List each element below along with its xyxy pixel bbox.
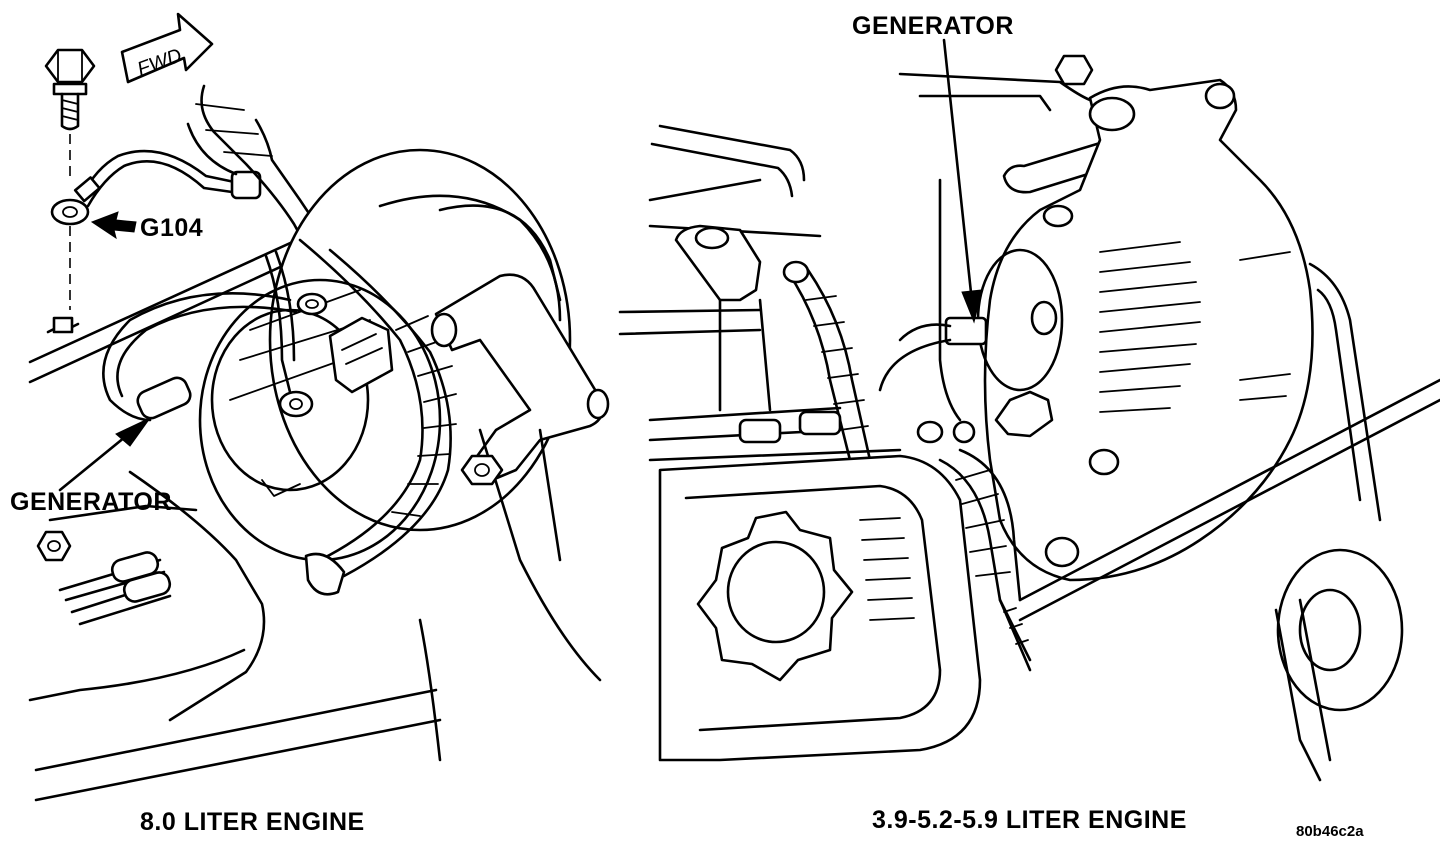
nut-icon <box>460 454 504 486</box>
callout-arrow-icon <box>942 38 983 324</box>
left-engine-drawing: FWD <box>28 12 610 802</box>
right-engine-drawing <box>618 38 1440 782</box>
callout-arrow-icon <box>58 416 152 492</box>
nut-icon <box>36 530 72 562</box>
ground-terminal <box>50 198 90 226</box>
bolt-icon <box>1054 54 1094 86</box>
bolt-icon <box>44 48 96 131</box>
fwd-arrow-icon: FWD <box>120 12 214 84</box>
callout-arrow-icon <box>90 211 137 240</box>
left-generator-label: GENERATOR <box>10 488 172 516</box>
right-generator-body <box>944 78 1314 582</box>
right-engine-caption: 3.9-5.2-5.9 LITER ENGINE <box>872 806 1187 834</box>
g104-label: G104 <box>140 214 204 242</box>
figure-reference: 80b46c2a <box>1296 823 1364 840</box>
right-generator-label: GENERATOR <box>852 12 1014 40</box>
left-engine-caption: 8.0 LITER ENGINE <box>140 808 365 836</box>
